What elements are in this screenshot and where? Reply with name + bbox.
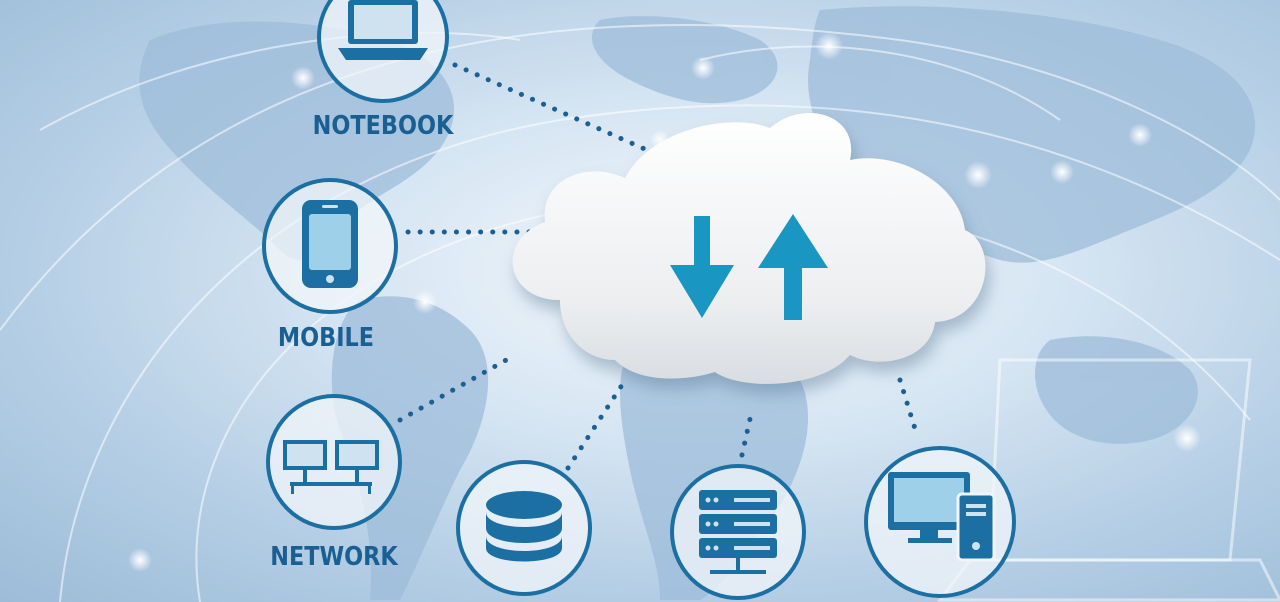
connector-notebook [452, 62, 668, 161]
storage-node [456, 460, 592, 596]
notebook-node [317, 0, 449, 103]
south-america-shape [331, 296, 489, 600]
arrow-down-icon [670, 216, 734, 318]
network-monitors-icon [283, 440, 379, 494]
connector-storage [565, 382, 625, 471]
smartphone-icon [302, 200, 358, 288]
desktop-node [864, 446, 1016, 598]
australia-shape [1035, 336, 1198, 444]
cloud-shape [512, 112, 986, 384]
connector-desktop [897, 377, 919, 435]
mobile-node [262, 178, 398, 314]
laptop-icon [338, 0, 428, 60]
database-icon [486, 491, 562, 562]
network-node [266, 394, 402, 530]
europe-shape [591, 16, 778, 104]
connector-lines [397, 62, 919, 471]
connector-network [397, 352, 518, 423]
africa-shape [620, 332, 809, 600]
desktop-computer-icon [888, 472, 996, 562]
server-rack-icon [699, 490, 777, 574]
arrow-up-icon [758, 214, 828, 320]
network-label: NETWORK [270, 542, 398, 572]
server-node [670, 464, 806, 600]
mobile-label: MOBILE [277, 323, 375, 353]
notebook-label: NOTEBOOK [312, 111, 454, 141]
connector-server [739, 407, 755, 458]
